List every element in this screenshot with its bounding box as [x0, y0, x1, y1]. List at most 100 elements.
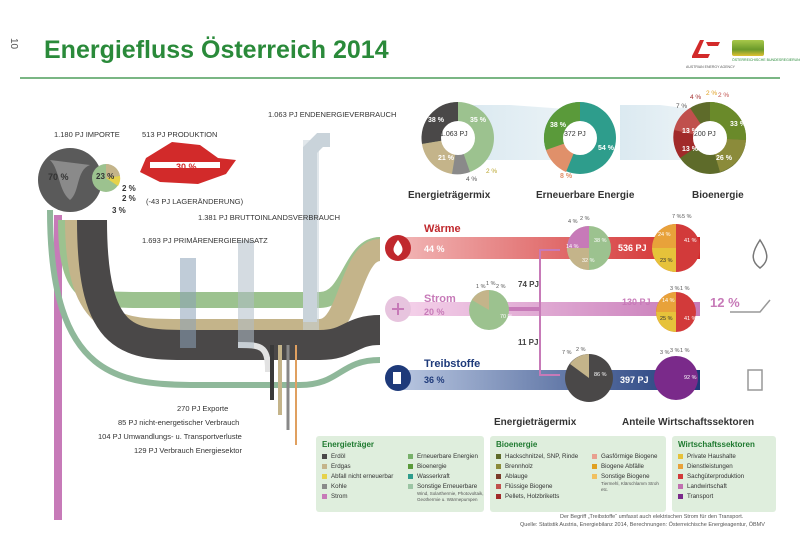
legend-swatch: [322, 483, 327, 489]
pie-renew-title: Erneuerbare Energie: [536, 190, 635, 201]
heat-mix-gas: [567, 248, 589, 270]
bottom-mix-label: Energieträgermix: [494, 417, 577, 428]
ministry-logo-mark: [732, 40, 764, 56]
power-sector-service: [656, 292, 676, 312]
fuel-pump-outline-icon: [747, 369, 763, 391]
top-pie-renew: [543, 101, 616, 174]
legend-energy-item: Wasserkraft: [402, 471, 484, 481]
pie-bio-slice-2: 26 %: [716, 155, 732, 162]
heat-label: Wärme: [424, 223, 461, 235]
fuel-share: 37 %: [708, 372, 738, 387]
power-sector-label-5: 1 %: [680, 286, 690, 292]
legend-energy-item: Kohle: [316, 481, 402, 491]
sector-use-label: 129 PJ Verbrauch Energiesektor: [134, 446, 242, 455]
pie-bio-slice-3: 13 %: [682, 146, 698, 153]
bottom-sectors-label: Anteile Wirtschaftssektoren: [622, 417, 755, 428]
legend-bio-note: Tiermehl, Klärschlamm Stroh etc.: [601, 481, 659, 492]
legend-label: Erdöl: [331, 452, 346, 460]
legend-label: Bioenergie: [417, 462, 447, 470]
pie-renew-slice-1: 38 %: [550, 122, 566, 129]
heat-mix-label-5: 2 %: [580, 216, 590, 222]
legend-energy-item: Erneuerbare Energien: [402, 451, 484, 461]
flow-renewables-low: [47, 209, 381, 388]
import-pie-waste: [106, 176, 121, 186]
imports-pct-coal: 3 %: [112, 206, 126, 215]
austria-flag-stripe: [150, 162, 220, 168]
power-sector-label-2: 25 %: [660, 316, 673, 322]
legend-sectors-title: Wirtschaftssektoren: [678, 440, 755, 449]
fuel-mix-label-3: 2 %: [576, 347, 586, 353]
heat-sector-label-1: 41 %: [684, 238, 697, 244]
heat-mix-label-1: 38 %: [594, 238, 607, 244]
legend-label: Brennholz: [505, 462, 533, 470]
exports-label: 270 PJ Exporte: [177, 404, 229, 413]
footnote-1: Der Begriff „Treibstoffe“ umfasst auch e…: [560, 514, 744, 520]
pie-mix-slice-2: 35 %: [470, 117, 486, 124]
fuel-sector-label-2: 3 %: [660, 350, 670, 356]
legend-sector-item: Sachgüterproduktion: [672, 471, 776, 481]
legend-energy-item: Abfall nicht erneuerbar: [316, 471, 402, 481]
pie-bio-slice-7: 2 %: [706, 90, 718, 97]
pie-bio-slice-5: 7 %: [676, 103, 688, 110]
heat-flame-outline-icon: [752, 238, 768, 269]
legend-sector-item: Dienstleistungen: [672, 461, 776, 471]
power-to-fuel-link: [500, 309, 560, 376]
power-sector-label-1: 41 %: [684, 316, 697, 322]
primary-input-label: 1.693 PJ PRIMÄRENERGIEEINSATZ: [142, 236, 268, 245]
legend-energy-item: Erdgas: [316, 461, 402, 471]
legend-swatch: [408, 453, 413, 459]
production-label: 513 PJ PRODUKTION: [142, 130, 218, 139]
legend-energy-note: Wind, Solarthermie, Photovoltaik, Geothe…: [417, 491, 484, 502]
legend-swatch: [592, 453, 597, 459]
legend-bio-item: Flüssige Biogene: [490, 481, 586, 491]
legend-swatch: [496, 463, 501, 469]
heat-pj: 536 PJ: [618, 243, 647, 253]
fuel-pump-icon: [393, 372, 401, 384]
legend-swatch: [322, 453, 327, 459]
fuel-pct: 36 %: [424, 375, 445, 385]
legend-sector-item: Private Haushalte: [672, 451, 776, 461]
fuel-sector-label-4: 1 %: [680, 348, 690, 354]
flow-oil: [77, 219, 381, 360]
legend-swatch: [408, 483, 413, 489]
power-plug-outline-icon: [730, 299, 771, 313]
heat-pct: 44 %: [424, 244, 445, 254]
footnote-2: Quelle: Statistik Austria, Energiebilanz…: [520, 522, 765, 528]
legend-label: Kohle: [331, 482, 347, 490]
import-pie-gas: [106, 163, 120, 178]
legend-bio-col-1: Hackschnitzel, SNP, Rinde Brennholz Abla…: [490, 451, 586, 501]
pie-bio-slice-8: 2 %: [718, 92, 730, 99]
legend-label: Sachgüterproduktion: [687, 472, 745, 480]
legend-label: Wasserkraft: [417, 472, 450, 480]
fuel-sector-label-3: 3 %: [670, 348, 680, 354]
pie-mix-hole: [441, 121, 475, 155]
ministry-logo: ÖSTERREICHISCHE BUNDESREGIERUNG: [732, 40, 800, 70]
legend-energy-item: Erdöl: [316, 451, 402, 461]
pie-renew-slice-2: 54 %: [598, 145, 614, 152]
legend-label: Abfall nicht erneuerbar: [331, 472, 394, 480]
power-mix-label-4: 2 %: [496, 284, 506, 290]
legend-swatch: [678, 453, 683, 459]
legend-bio-item: Brennholz: [490, 461, 586, 471]
gross-bar: [238, 240, 254, 348]
pie-bio-slice-1: 33 %: [730, 121, 746, 128]
primary-bar: [180, 258, 196, 348]
fuel-pj: 397 PJ: [620, 375, 649, 385]
globe-continent: [50, 160, 90, 200]
legend-sector-item: Transport: [672, 491, 776, 501]
pie-bio-center: 200 PJ: [694, 131, 716, 138]
legend-swatch: [408, 463, 413, 469]
legend-swatch: [322, 473, 327, 479]
legend-swatch: [322, 493, 327, 499]
legend-swatch: [496, 483, 501, 489]
pie-mix-slice-1: 38 %: [428, 117, 444, 124]
heat-sector-service: [652, 224, 676, 248]
legend-bio-item: Ablauge: [490, 471, 586, 481]
fuel-sector-pie: [654, 356, 698, 400]
legend-label: Biogene Abfälle: [601, 462, 645, 470]
page-title: Energiefluss Österreich 2014: [44, 36, 389, 64]
legend-swatch: [678, 483, 683, 489]
power-sector-home: [656, 312, 676, 332]
legend-swatch: [678, 463, 683, 469]
power-sector-label-4: 3 %: [670, 286, 680, 292]
